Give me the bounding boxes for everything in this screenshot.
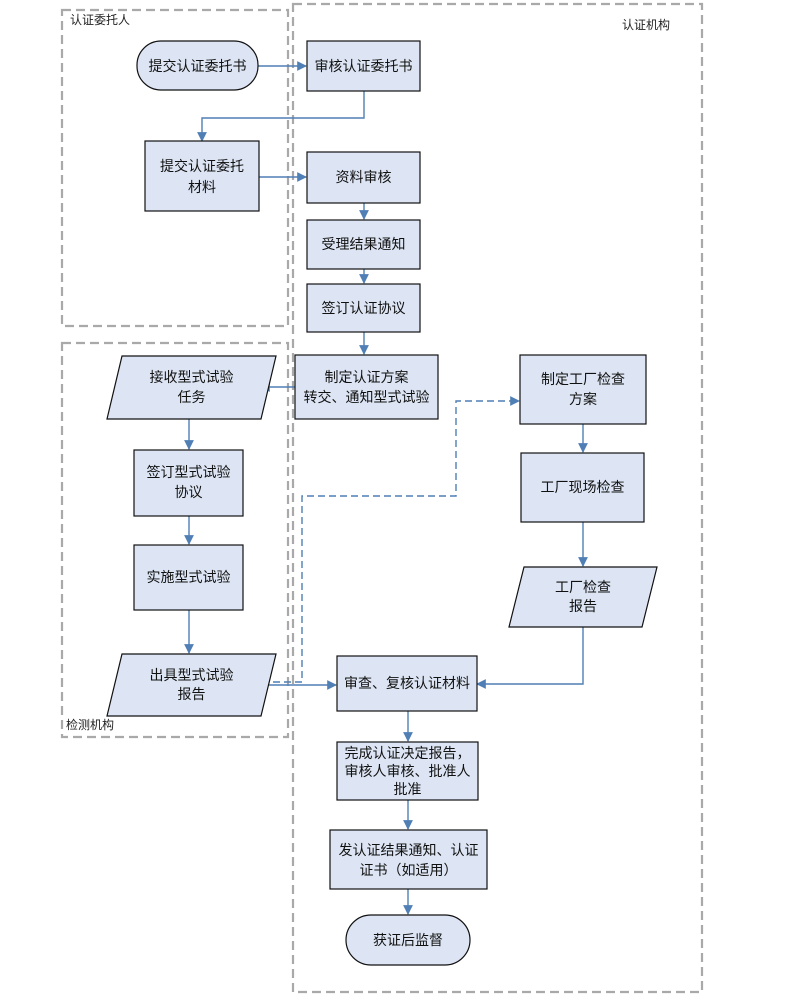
node-perform-test-line-1: 实施型式试验 — [147, 570, 231, 586]
node-document-review-line-1: 资料审核 — [336, 170, 392, 186]
node-receive-test-task-line-1: 接收型式试验 — [150, 369, 234, 386]
node-issue-certificate: 发认证结果通知、认证 证书（如适用） — [329, 829, 488, 890]
node-submit-materials-line-1: 提交认证委托 — [160, 158, 244, 175]
node-sign-agreement: 签订认证协议 — [306, 283, 421, 333]
node-decision-report: 完成认证决定报告， 审核人审核、批准人 批准 — [336, 741, 479, 801]
node-review-request-line-1: 审核认证委托书 — [315, 59, 413, 75]
node-sign-agreement-line-1: 签订认证协议 — [322, 300, 406, 317]
node-factory-report: 工厂检查 报告 — [508, 566, 658, 628]
node-plan-factory-inspection: 制定工厂检查 方案 — [519, 354, 647, 425]
node-decision-report-line-2: 审核人审核、批准人 — [345, 764, 471, 780]
node-receive-test-task-line-2: 任务 — [178, 390, 206, 406]
node-issue-test-report-line-2: 报告 — [178, 687, 206, 703]
node-perform-test: 实施型式试验 — [133, 544, 244, 611]
node-factory-report-line-2: 报告 — [569, 599, 597, 615]
node-acceptance-notice-line-1: 受理结果通知 — [322, 236, 406, 253]
node-factory-report-line-1: 工厂检查 — [555, 580, 611, 596]
node-review-materials: 审查、复核认证材料 — [336, 655, 478, 712]
lane-label-client: 认证委托人 — [70, 13, 130, 27]
node-issue-test-report-line-1: 出具型式试验 — [150, 668, 234, 684]
node-sign-test-agreement: 签订型式试验 协议 — [133, 449, 244, 517]
node-plan-factory-inspection-line-1: 制定工厂检查 — [541, 372, 625, 388]
node-issue-certificate-line-1: 发认证结果通知、认证 — [339, 842, 479, 859]
node-issue-certificate-line-2: 证书（如适用） — [360, 863, 458, 879]
node-decision-report-line-1: 完成认证决定报告， — [345, 746, 471, 762]
node-submit-materials: 提交认证委托 材料 — [144, 140, 260, 212]
node-factory-inspection-line-1: 工厂现场检查 — [541, 480, 625, 496]
node-surveillance-line-1: 获证后监督 — [373, 933, 443, 949]
node-document-review: 资料审核 — [306, 151, 421, 204]
node-review-materials-line-1: 审查、复核认证材料 — [344, 675, 470, 692]
node-acceptance-notice: 受理结果通知 — [306, 219, 421, 270]
lane-cert-body — [291, 2, 704, 994]
node-make-plan-line-1: 制定认证方案 — [325, 369, 409, 386]
lane-label-cert-body: 认证机构 — [622, 17, 670, 32]
node-decision-report-line-3: 批准 — [394, 782, 422, 798]
node-submit-request: 提交认证委托书 — [136, 40, 259, 91]
node-surveillance: 获证后监督 — [345, 914, 471, 966]
node-make-plan-line-2: 转交、通知型式试验 — [304, 389, 430, 406]
node-receive-test-task: 接收型式试验 任务 — [106, 355, 277, 420]
node-submit-request-line-1: 提交认证委托书 — [149, 58, 247, 75]
node-review-request: 审核认证委托书 — [306, 40, 421, 92]
node-plan-factory-inspection-line-2: 方案 — [569, 391, 597, 408]
lane-client — [60, 8, 290, 328]
lane-test-lab — [60, 341, 290, 739]
node-issue-test-report: 出具型式试验 报告 — [106, 653, 277, 717]
edge-review-to-materials — [197, 91, 365, 142]
node-sign-test-agreement-line-1: 签订型式试验 — [147, 464, 231, 481]
edge-plan-to-factoryplan — [262, 396, 520, 683]
lane-label-test-lab: 检测机构 — [66, 717, 114, 732]
node-make-plan: 制定认证方案 转交、通知型式试验 — [294, 354, 439, 420]
node-sign-test-agreement-line-2: 协议 — [175, 485, 203, 501]
node-submit-materials-line-2: 材料 — [188, 180, 216, 196]
edge-factoryreport-to-review — [476, 627, 584, 689]
node-factory-inspection: 工厂现场检查 — [520, 452, 645, 523]
